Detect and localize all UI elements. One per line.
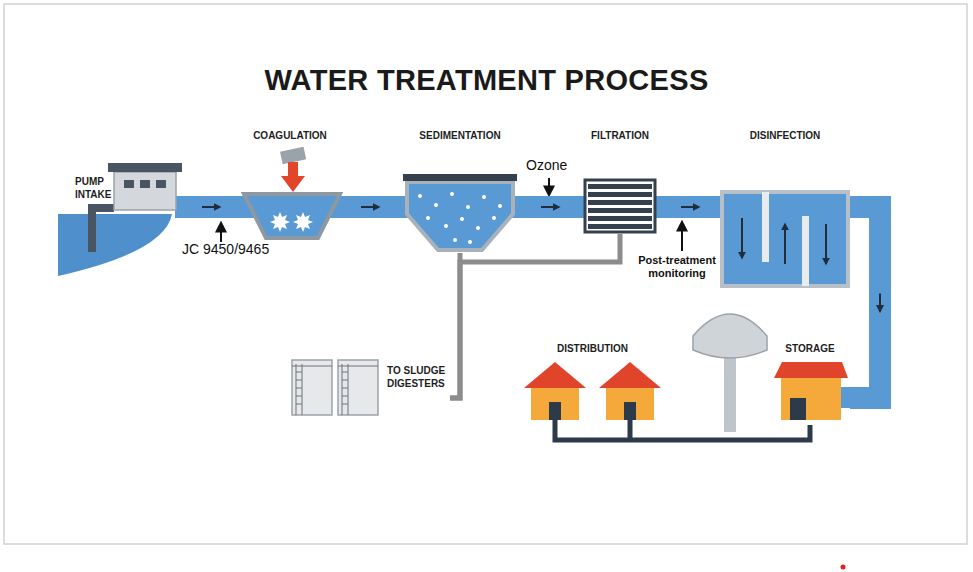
window [156,180,166,188]
pipe [670,425,810,440]
flow-arrowhead [361,206,379,208]
pump-roof [108,163,182,172]
flow-arrow [784,224,786,264]
callout-arrow [681,222,683,251]
digester-tank [338,360,378,415]
distribution-stage: DISTRIBUTION [515,340,670,455]
settling-particles [418,192,502,244]
chemical-feeder [280,147,306,165]
filtration-stage: FILTRATION [580,128,660,234]
stage-label: DISINFECTION [720,130,850,143]
sedimentation-tank [407,182,513,250]
callout-arrow [220,223,222,242]
stage-label: PUMP INTAKE [75,176,121,201]
stage-label: FILTRATION [580,130,660,143]
pipe [450,234,620,398]
pipe-connector [660,207,720,208]
stage-label: STORAGE [770,343,850,356]
distribution-pipe [555,420,670,440]
storage-roof [774,362,848,378]
sedimentation-stage: SEDIMENTATION [400,128,520,253]
pipe-connector [670,425,810,440]
stage-label: COAGULATION [240,130,340,143]
filter-layers [588,184,652,229]
stage-label: DISTRIBUTION [515,343,670,356]
pipe [850,207,880,398]
water-source [58,214,172,276]
tower-stem [724,352,736,432]
pipe [520,196,580,218]
mixing-star [270,212,290,232]
annotation-label: Ozone [526,157,586,174]
baffle [762,192,769,262]
house-roof [599,362,661,388]
storage-stage: STORAGE [770,340,850,425]
window [124,180,134,188]
sludge-digesters: TO SLUDGE DIGESTERS [285,345,450,420]
mixing-star [293,212,313,232]
dosing-arrow [281,176,305,192]
pump-house [114,172,176,210]
annotation-label: Post-treatment monitoring [632,254,722,280]
baffle [802,216,809,286]
annotation-label: JC 9450/9465 [182,241,332,258]
pointer-dot [841,565,846,570]
disinfection-tank [722,192,848,286]
flow-arrow [825,224,827,264]
house [531,384,579,420]
window [140,180,150,188]
coagulation-stage: COAGULATION [240,128,340,238]
tank-ladder [292,364,378,415]
diagram-title: WATER TREATMENT PROCESS [0,64,973,97]
flow-arrowhead [681,206,699,208]
pipe-connector [850,207,880,398]
house-roof [524,362,586,388]
pipe [340,196,400,218]
pipe-connector [182,207,240,208]
door [549,402,561,420]
intake-pipe [92,208,114,252]
stage-label: SEDIMENTATION [400,130,520,143]
house [606,384,654,420]
pipe [182,196,240,218]
pump-intake: PUMP INTAKE [62,170,182,270]
door [624,402,636,420]
flow-arrowhead [541,206,559,208]
pipe-connector [520,207,580,208]
pipe-connector [450,234,620,398]
callout-arrow [548,178,550,195]
flow-arrowhead [202,206,220,208]
pipe-connector [340,207,400,208]
tank-lid [403,174,517,181]
flow-arrowhead [879,294,881,312]
stage-label: TO SLUDGE DIGESTERS [387,365,447,390]
dosing-arrow [288,162,298,178]
water-tower [693,314,767,358]
door [790,398,806,420]
pipe [660,196,720,218]
coagulation-tank [244,194,340,238]
filter-unit [585,180,655,232]
disinfection-stage: DISINFECTION [720,128,850,288]
flow-arrow [741,218,743,258]
digester-tank [292,360,332,415]
storage-building [781,376,841,420]
